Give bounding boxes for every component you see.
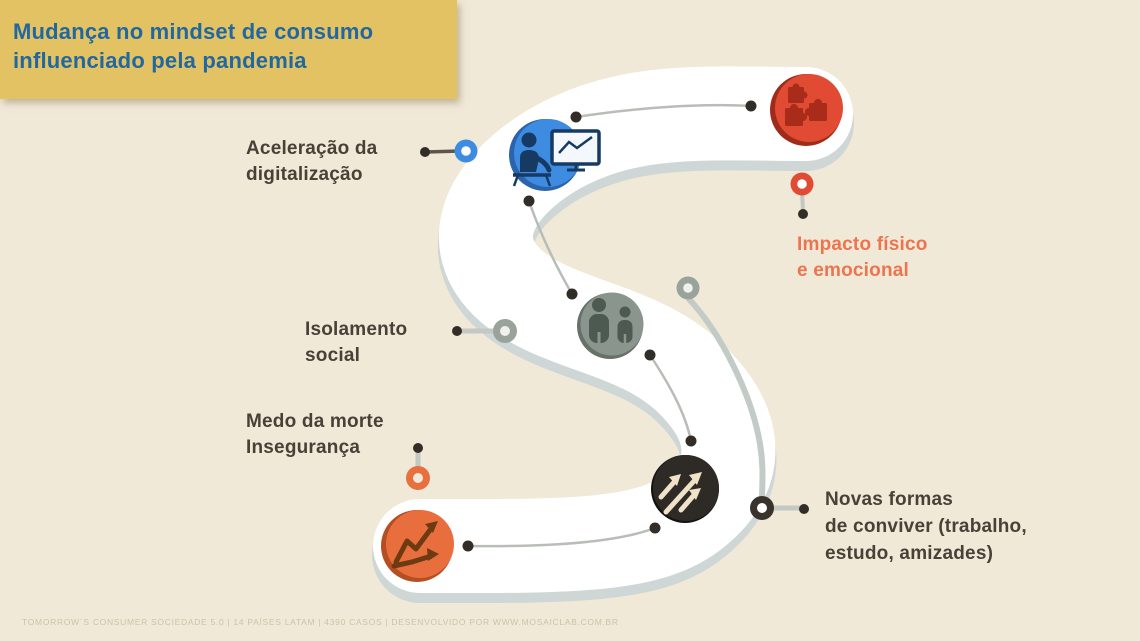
ring-markers	[406, 139, 814, 520]
dot	[644, 349, 656, 361]
label-medo-morte-inseguranca: Medo da morte Insegurança	[246, 411, 384, 458]
connector-dark-orange	[467, 526, 656, 548]
growth-arrows-icon	[658, 472, 702, 515]
label-impacto-fisico-emocional: Impacto físico e emocional	[797, 234, 928, 281]
connector-dots	[413, 100, 809, 552]
dot-aceleracao	[420, 147, 430, 157]
node-isolamento	[577, 292, 644, 359]
ring-gray-upper	[676, 276, 700, 300]
dot	[745, 100, 757, 112]
dot	[649, 522, 661, 534]
ring-orange	[406, 466, 430, 490]
dot-impacto	[798, 209, 808, 219]
page-title: Mudança no mindset de consumo influencia…	[13, 19, 374, 73]
dot-medo	[413, 443, 423, 453]
label-novas-formas-conviver: Novas formas de conviver (trabalho, estu…	[825, 489, 1027, 564]
node-medo	[381, 510, 454, 582]
connector-blue-gray	[527, 200, 574, 295]
ring-red	[790, 172, 814, 196]
puzzle-icon	[785, 83, 827, 126]
presenter-chart-icon	[512, 129, 601, 187]
node-novas-formas	[651, 455, 719, 523]
dot-novas	[799, 504, 809, 514]
node-connectors	[467, 103, 752, 548]
dot	[570, 111, 582, 123]
side-curve-connector	[685, 295, 766, 501]
dot	[685, 435, 697, 447]
dot	[523, 195, 535, 207]
dot-isolamento	[452, 326, 462, 336]
connector-blue-red	[575, 103, 752, 119]
node-impacto-fisico	[770, 74, 843, 146]
title-box: Mudança no mindset de consumo influencia…	[0, 0, 457, 99]
footer-credits: TOMORROW´S CONSUMER SOCIEDADE 5.0 | 14 P…	[22, 617, 619, 627]
dot	[566, 288, 578, 300]
family-icon	[589, 298, 633, 343]
label-aceleracao-digitalizacao: Aceleração da digitalização	[246, 138, 378, 185]
dot	[462, 540, 474, 552]
ring-dark	[750, 496, 774, 520]
label-isolamento-social: Isolamento social	[305, 319, 408, 366]
node-digitalizacao	[509, 119, 601, 191]
connector-gray-dark	[648, 354, 693, 442]
trend-chart-icon	[391, 521, 439, 569]
ring-blue	[454, 139, 478, 163]
ring-gray-lower	[493, 319, 517, 343]
